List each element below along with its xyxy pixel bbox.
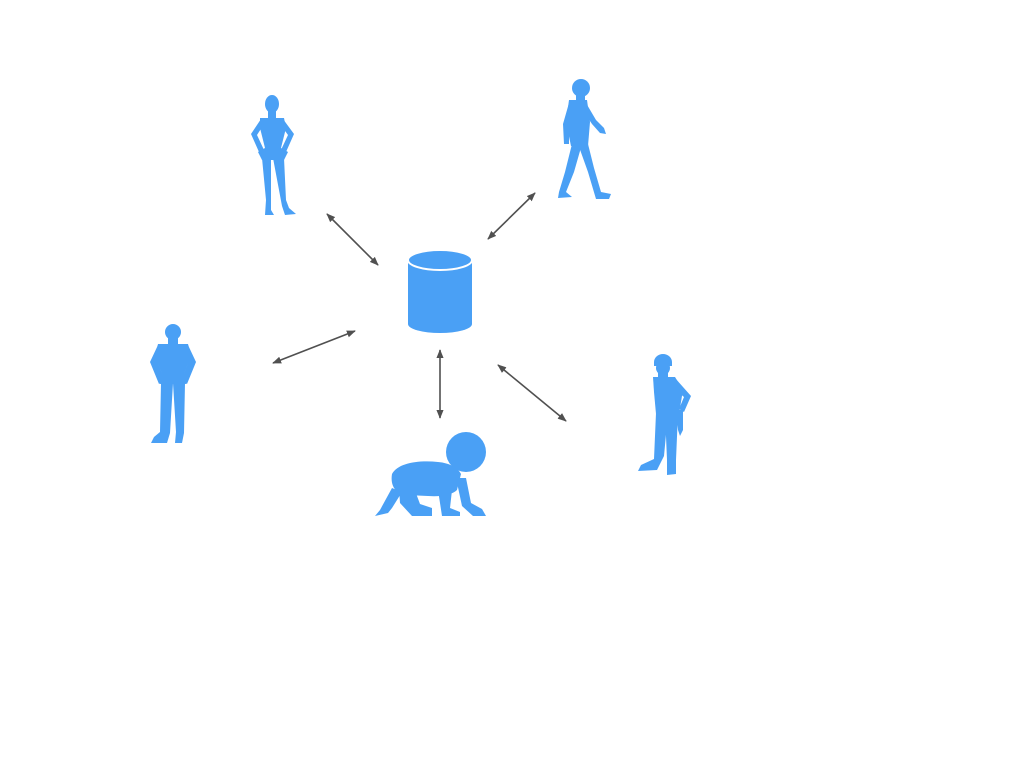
- woman-standing-icon: [251, 95, 296, 215]
- connector-arrows: [272, 192, 567, 422]
- arrow-hub-worker: [497, 364, 567, 422]
- man-standing-icon: [150, 324, 196, 443]
- construction-worker-icon: [638, 354, 691, 475]
- arrow-hub-walking-man: [487, 192, 536, 240]
- baby-crawling-icon: [375, 432, 486, 516]
- database-cylinder-icon: [407, 249, 473, 333]
- man-walking-icon: [558, 79, 611, 199]
- arrow-hub-standing-man: [272, 330, 356, 364]
- arrow-hub-woman: [326, 213, 379, 266]
